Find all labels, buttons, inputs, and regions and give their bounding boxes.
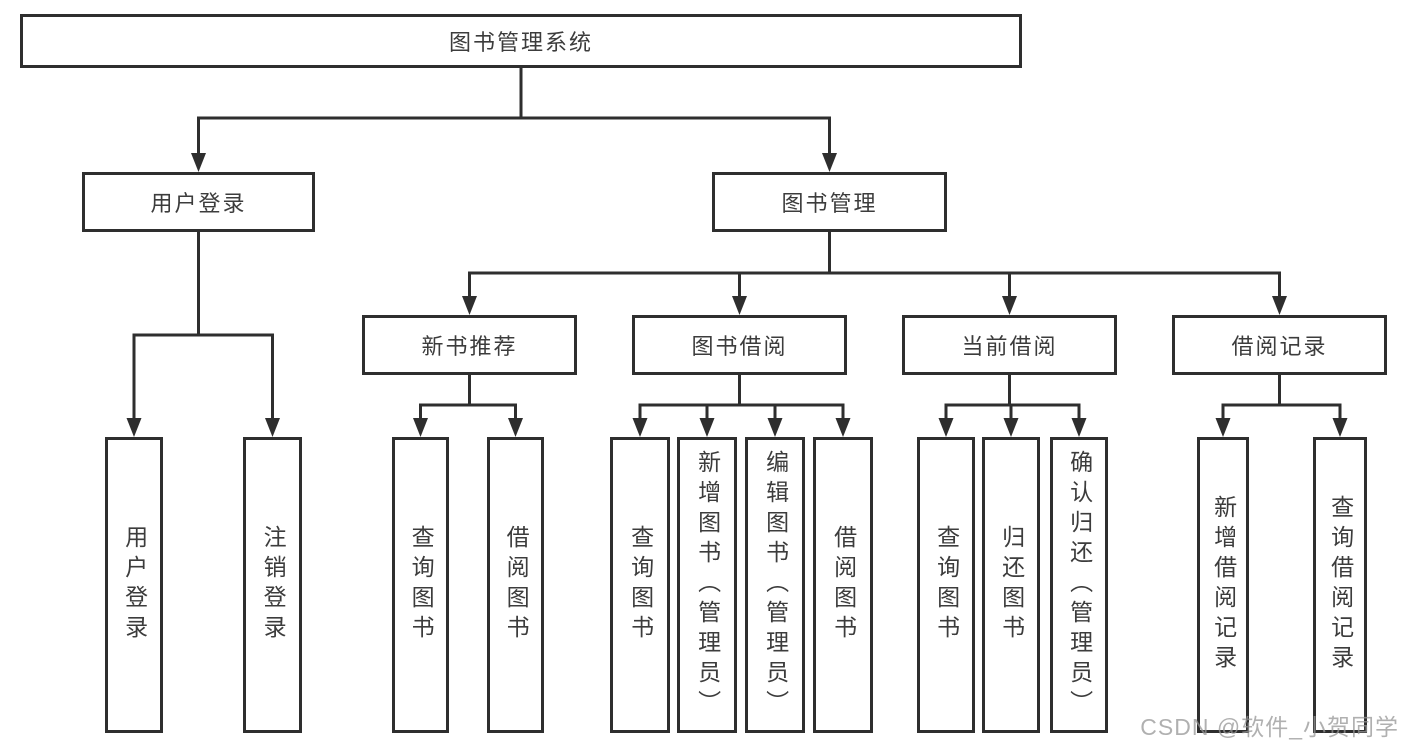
leaf-borrow-add-books-admin: 新增图书（管理员） [677,437,737,733]
leaf-borrow-query-books-label: 查询图书 [627,525,654,645]
leaf-borrow-add-books-admin-label: 新增图书（管理员） [694,450,721,720]
leaf-current-return-books: 归还图书 [982,437,1040,733]
connector-current-borrow [938,373,1087,437]
node-new-book-rec-label: 新书推荐 [421,334,518,359]
node-borrow-records-label: 借阅记录 [1231,334,1328,359]
leaf-current-query-books: 查询图书 [917,437,975,733]
node-user-login-label: 用户登录 [150,191,247,216]
connector-root [191,66,837,172]
node-book-borrow-label: 图书借阅 [691,334,788,359]
leaf-user-login-label: 用户登录 [121,525,148,645]
node-root: 图书管理系统 [20,14,1022,68]
leaf-user-login: 用户登录 [105,437,163,733]
connector-book-mgmt [462,230,1287,315]
leaf-current-confirm-return-admin-label: 确认归还（管理员） [1066,450,1093,720]
connector-new-book-rec [413,373,523,437]
leaf-logout-label: 注销登录 [260,525,287,645]
leaf-current-return-books-label: 归还图书 [998,525,1025,645]
node-current-borrow: 当前借阅 [902,315,1117,375]
leaf-logout: 注销登录 [243,437,302,733]
watermark-text: CSDN @软件_小贺同学 [1140,714,1399,740]
leaf-borrow-query-books: 查询图书 [610,437,670,733]
leaf-newrec-borrow-books: 借阅图书 [487,437,544,733]
node-root-label: 图书管理系统 [448,30,593,55]
leaf-record-add-record: 新增借阅记录 [1197,437,1249,733]
leaf-record-add-record-label: 新增借阅记录 [1210,495,1237,675]
leaf-record-query-record-label: 查询借阅记录 [1327,495,1354,675]
connector-user-login [126,230,280,437]
node-borrow-records: 借阅记录 [1172,315,1387,375]
node-user-login: 用户登录 [82,172,315,232]
node-current-borrow-label: 当前借阅 [961,334,1058,359]
leaf-newrec-query-books-label: 查询图书 [408,525,435,645]
leaf-borrow-edit-books-admin: 编辑图书（管理员） [745,437,805,733]
connector-book-borrow [632,373,851,437]
node-new-book-rec: 新书推荐 [362,315,577,375]
leaf-record-query-record: 查询借阅记录 [1313,437,1367,733]
leaf-borrow-borrow-books: 借阅图书 [813,437,873,733]
leaf-newrec-borrow-books-label: 借阅图书 [503,525,530,645]
leaf-current-confirm-return-admin: 确认归还（管理员） [1050,437,1108,733]
node-book-mgmt-label: 图书管理 [781,191,878,216]
node-book-mgmt: 图书管理 [712,172,947,232]
leaf-current-query-books-label: 查询图书 [933,525,960,645]
leaf-borrow-edit-books-admin-label: 编辑图书（管理员） [762,450,789,720]
leaf-borrow-borrow-books-label: 借阅图书 [830,525,857,645]
leaf-newrec-query-books: 查询图书 [392,437,449,733]
node-book-borrow: 图书借阅 [632,315,847,375]
connector-borrow-records [1215,373,1348,437]
